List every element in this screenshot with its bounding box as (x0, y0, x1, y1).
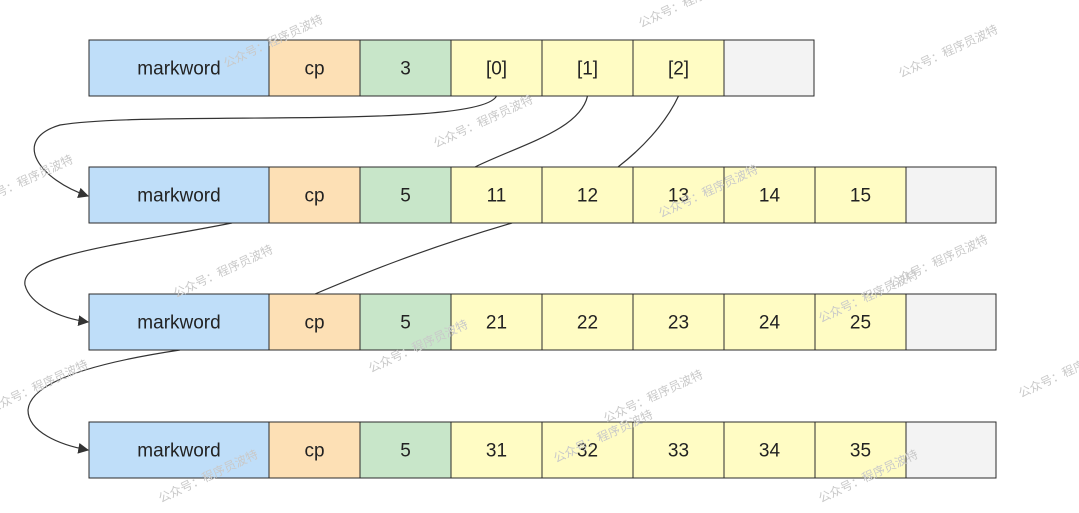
element-label: 13 (668, 186, 689, 207)
element-cell (450, 39, 543, 97)
element-label: 12 (577, 186, 598, 207)
watermark-text: 公众号：程序员波特 (636, 0, 740, 31)
element-cell (723, 166, 816, 224)
markword-cell (88, 421, 270, 479)
watermark-text: 公众号：程序员波特 (431, 91, 535, 150)
element-label: 32 (577, 441, 598, 462)
element-label: [0] (486, 59, 507, 80)
length-label: 5 (400, 441, 411, 462)
length-label: 3 (400, 59, 411, 80)
length-cell (359, 293, 452, 351)
element-label: 31 (486, 441, 507, 462)
element-label: 14 (759, 186, 781, 207)
padding-cell (905, 293, 997, 351)
cp-cell (268, 293, 361, 351)
reference-arrow-1 (24, 222, 233, 326)
element-cell (450, 293, 543, 351)
padding-cell (905, 421, 997, 479)
element-label: 35 (850, 441, 871, 462)
reference-arrow-2 (27, 349, 181, 454)
element-label: 22 (577, 313, 598, 334)
element-label: 21 (486, 313, 507, 334)
element-label: 24 (759, 313, 781, 334)
array-row-inner-1: markword cp 5 21 22 23 24 25 (88, 293, 997, 351)
length-cell (359, 421, 452, 479)
element-label: 33 (668, 441, 689, 462)
element-label: 34 (759, 441, 781, 462)
reference-line-2b (314, 222, 513, 295)
markword-label: markword (137, 441, 220, 462)
element-cell (541, 293, 634, 351)
element-cell (814, 166, 907, 224)
markword-label: markword (137, 186, 220, 207)
element-label: 25 (850, 313, 871, 334)
reference-arrow-0 (33, 95, 498, 199)
padding-cell (723, 39, 815, 97)
markword-label: markword (137, 59, 220, 80)
watermark-text: 公众号：程序员波特 (0, 356, 90, 415)
element-label: [2] (668, 59, 689, 80)
array-row-outer: markword cp 3 [0] [1] [2] (88, 39, 815, 97)
element-cell (632, 166, 725, 224)
length-label: 5 (400, 186, 411, 207)
element-cell (450, 421, 543, 479)
length-label: 5 (400, 313, 411, 334)
array-row-inner-2: markword cp 5 31 32 33 34 35 (88, 421, 997, 479)
markword-cell (88, 39, 270, 97)
element-cell (541, 166, 634, 224)
cp-label: cp (304, 313, 324, 334)
watermark-text: 公众号：程序员波特 (896, 21, 1000, 80)
cp-label: cp (304, 441, 324, 462)
element-cell (450, 166, 543, 224)
element-cell (723, 421, 816, 479)
length-cell (359, 39, 452, 97)
markword-label: markword (137, 313, 220, 334)
element-cell (541, 39, 634, 97)
reference-line-1a (474, 95, 589, 168)
padding-cell (905, 166, 997, 224)
length-cell (359, 166, 452, 224)
array-rows: markword cp 3 [0] [1] [2] markword cp 5 11 12 13 14 1… (88, 39, 997, 479)
element-label: [1] (577, 59, 598, 80)
element-label: 15 (850, 186, 871, 207)
reference-line-2a (617, 95, 680, 168)
element-cell (632, 39, 725, 97)
element-label: 11 (487, 186, 507, 207)
cp-label: cp (304, 186, 324, 207)
array-row-inner-0: markword cp 5 11 12 13 14 15 (88, 166, 997, 224)
element-cell (632, 293, 725, 351)
element-cell (814, 293, 907, 351)
cp-cell (268, 39, 361, 97)
watermark-text: 公众号：程序员波特 (1016, 341, 1079, 400)
watermark-text: 公众号：程序员波特 (171, 241, 275, 300)
cp-label: cp (304, 59, 324, 80)
reference-arrows (24, 95, 680, 454)
element-label: 23 (668, 313, 689, 334)
markword-cell (88, 293, 270, 351)
